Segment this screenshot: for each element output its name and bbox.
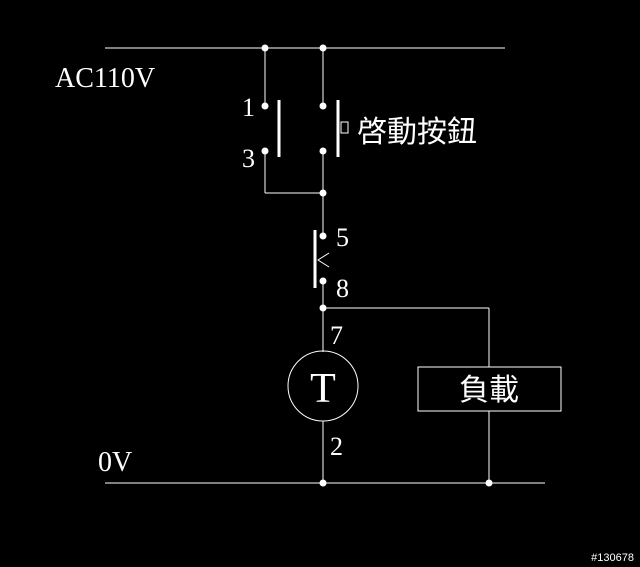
junction-dot: [319, 479, 327, 487]
start-button-label: 啓動按鈕: [357, 115, 477, 150]
terminal-label-1: 1: [242, 93, 255, 122]
push-button-icon: [340, 121, 349, 134]
supply-label: AC110V: [55, 63, 155, 94]
terminal-dot: [261, 147, 269, 155]
terminal-dot: [319, 147, 327, 155]
zero-volt-label: 0V: [98, 447, 132, 478]
terminal-dot: [261, 102, 269, 110]
terminal-label-7: 7: [330, 321, 343, 350]
time-delay-chevron-icon: [317, 252, 330, 268]
terminal-label-2: 2: [330, 432, 343, 461]
timer-symbol: T: [310, 366, 336, 412]
junction-dot: [485, 479, 493, 487]
terminal-label-3: 3: [242, 144, 255, 173]
junction-dot: [319, 304, 327, 312]
junction-dot: [261, 44, 269, 52]
junction-dots: [261, 44, 493, 487]
terminal-label-8: 8: [336, 274, 349, 303]
timer-coil: [287, 350, 359, 422]
load-label: 負載: [459, 373, 519, 408]
terminal-dot: [319, 102, 327, 110]
terminal-dot: [319, 277, 327, 285]
junction-dot: [319, 44, 327, 52]
terminal-dot: [319, 232, 327, 240]
image-id-watermark: #130678: [591, 552, 634, 564]
junction-dot: [319, 189, 327, 197]
load-box: [417, 366, 562, 412]
terminal-label-5: 5: [336, 223, 349, 252]
